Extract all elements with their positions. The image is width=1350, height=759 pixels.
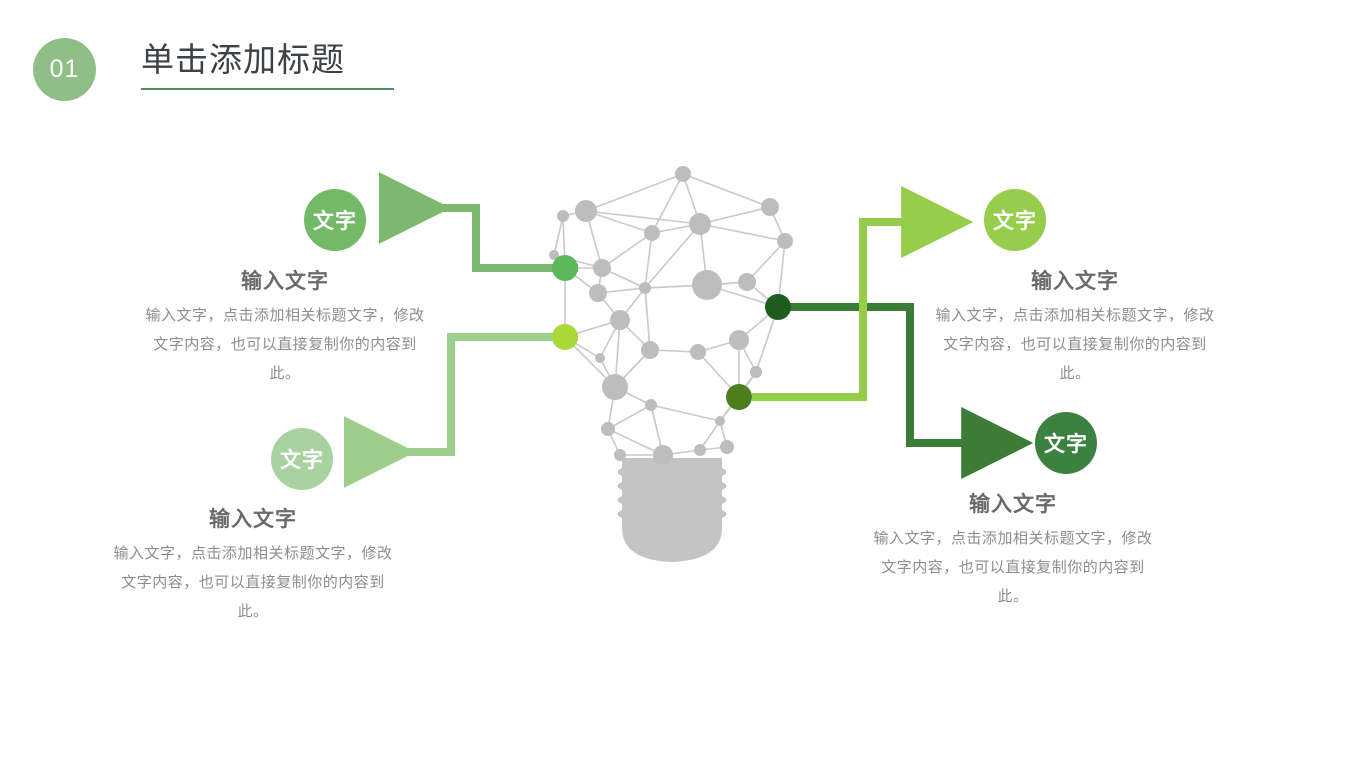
node-green (552, 255, 578, 281)
text-block-top-left: 输入文字 输入文字，点击添加相关标题文字，修改文字内容，也可以直接复制你的内容到… (140, 265, 430, 388)
node-olive-green (726, 384, 752, 410)
text-block-bottom-right-heading: 输入文字 (969, 493, 1057, 516)
bubble-top-left[interactable]: 文字 (304, 189, 366, 251)
bubble-bottom-right-label: 文字 (1044, 433, 1088, 456)
text-block-top-right-heading: 输入文字 (1031, 270, 1119, 293)
bubble-bottom-right[interactable]: 文字 (1035, 412, 1097, 474)
text-block-bottom-left-heading: 输入文字 (209, 508, 297, 531)
node-dark-green (765, 294, 791, 320)
text-block-top-left-heading: 输入文字 (241, 270, 329, 293)
text-block-bottom-left-body: 输入文字，点击添加相关标题文字，修改文字内容，也可以直接复制你的内容到此。 (113, 545, 393, 620)
title-underline (141, 88, 394, 90)
bulb-network-nodes (549, 166, 793, 465)
bubble-top-right[interactable]: 文字 (984, 189, 1046, 251)
text-block-top-left-body: 输入文字，点击添加相关标题文字，修改文字内容，也可以直接复制你的内容到此。 (145, 307, 425, 382)
slide-header: 01 单击添加标题 (0, 0, 1350, 120)
bulb-base (617, 458, 727, 562)
bulb-network-edges (553, 173, 786, 456)
text-block-bottom-right: 输入文字 输入文字，点击添加相关标题文字，修改文字内容，也可以直接复制你的内容到… (868, 488, 1158, 611)
connector-group (343, 172, 1034, 488)
text-block-top-right: 输入文字 输入文字，点击添加相关标题文字，修改文字内容，也可以直接复制你的内容到… (930, 265, 1220, 388)
page-title: 单击添加标题 (141, 41, 345, 78)
section-number-badge: 01 (33, 38, 96, 101)
text-block-bottom-right-body: 输入文字，点击添加相关标题文字，修改文字内容，也可以直接复制你的内容到此。 (873, 530, 1153, 605)
bubble-bottom-left[interactable]: 文字 (271, 428, 333, 490)
text-block-top-right-body: 输入文字，点击添加相关标题文字，修改文字内容，也可以直接复制你的内容到此。 (935, 307, 1215, 382)
node-yellow-green (552, 324, 578, 350)
bubble-top-left-label: 文字 (313, 210, 357, 233)
text-block-bottom-left: 输入文字 输入文字，点击添加相关标题文字，修改文字内容，也可以直接复制你的内容到… (108, 503, 398, 626)
bubble-top-right-label: 文字 (993, 210, 1037, 233)
section-number-text: 01 (49, 55, 80, 83)
highlight-nodes (552, 255, 791, 410)
bubble-bottom-left-label: 文字 (280, 449, 324, 472)
title-group: 单击添加标题 (141, 38, 401, 90)
connector-top-left (378, 172, 578, 272)
